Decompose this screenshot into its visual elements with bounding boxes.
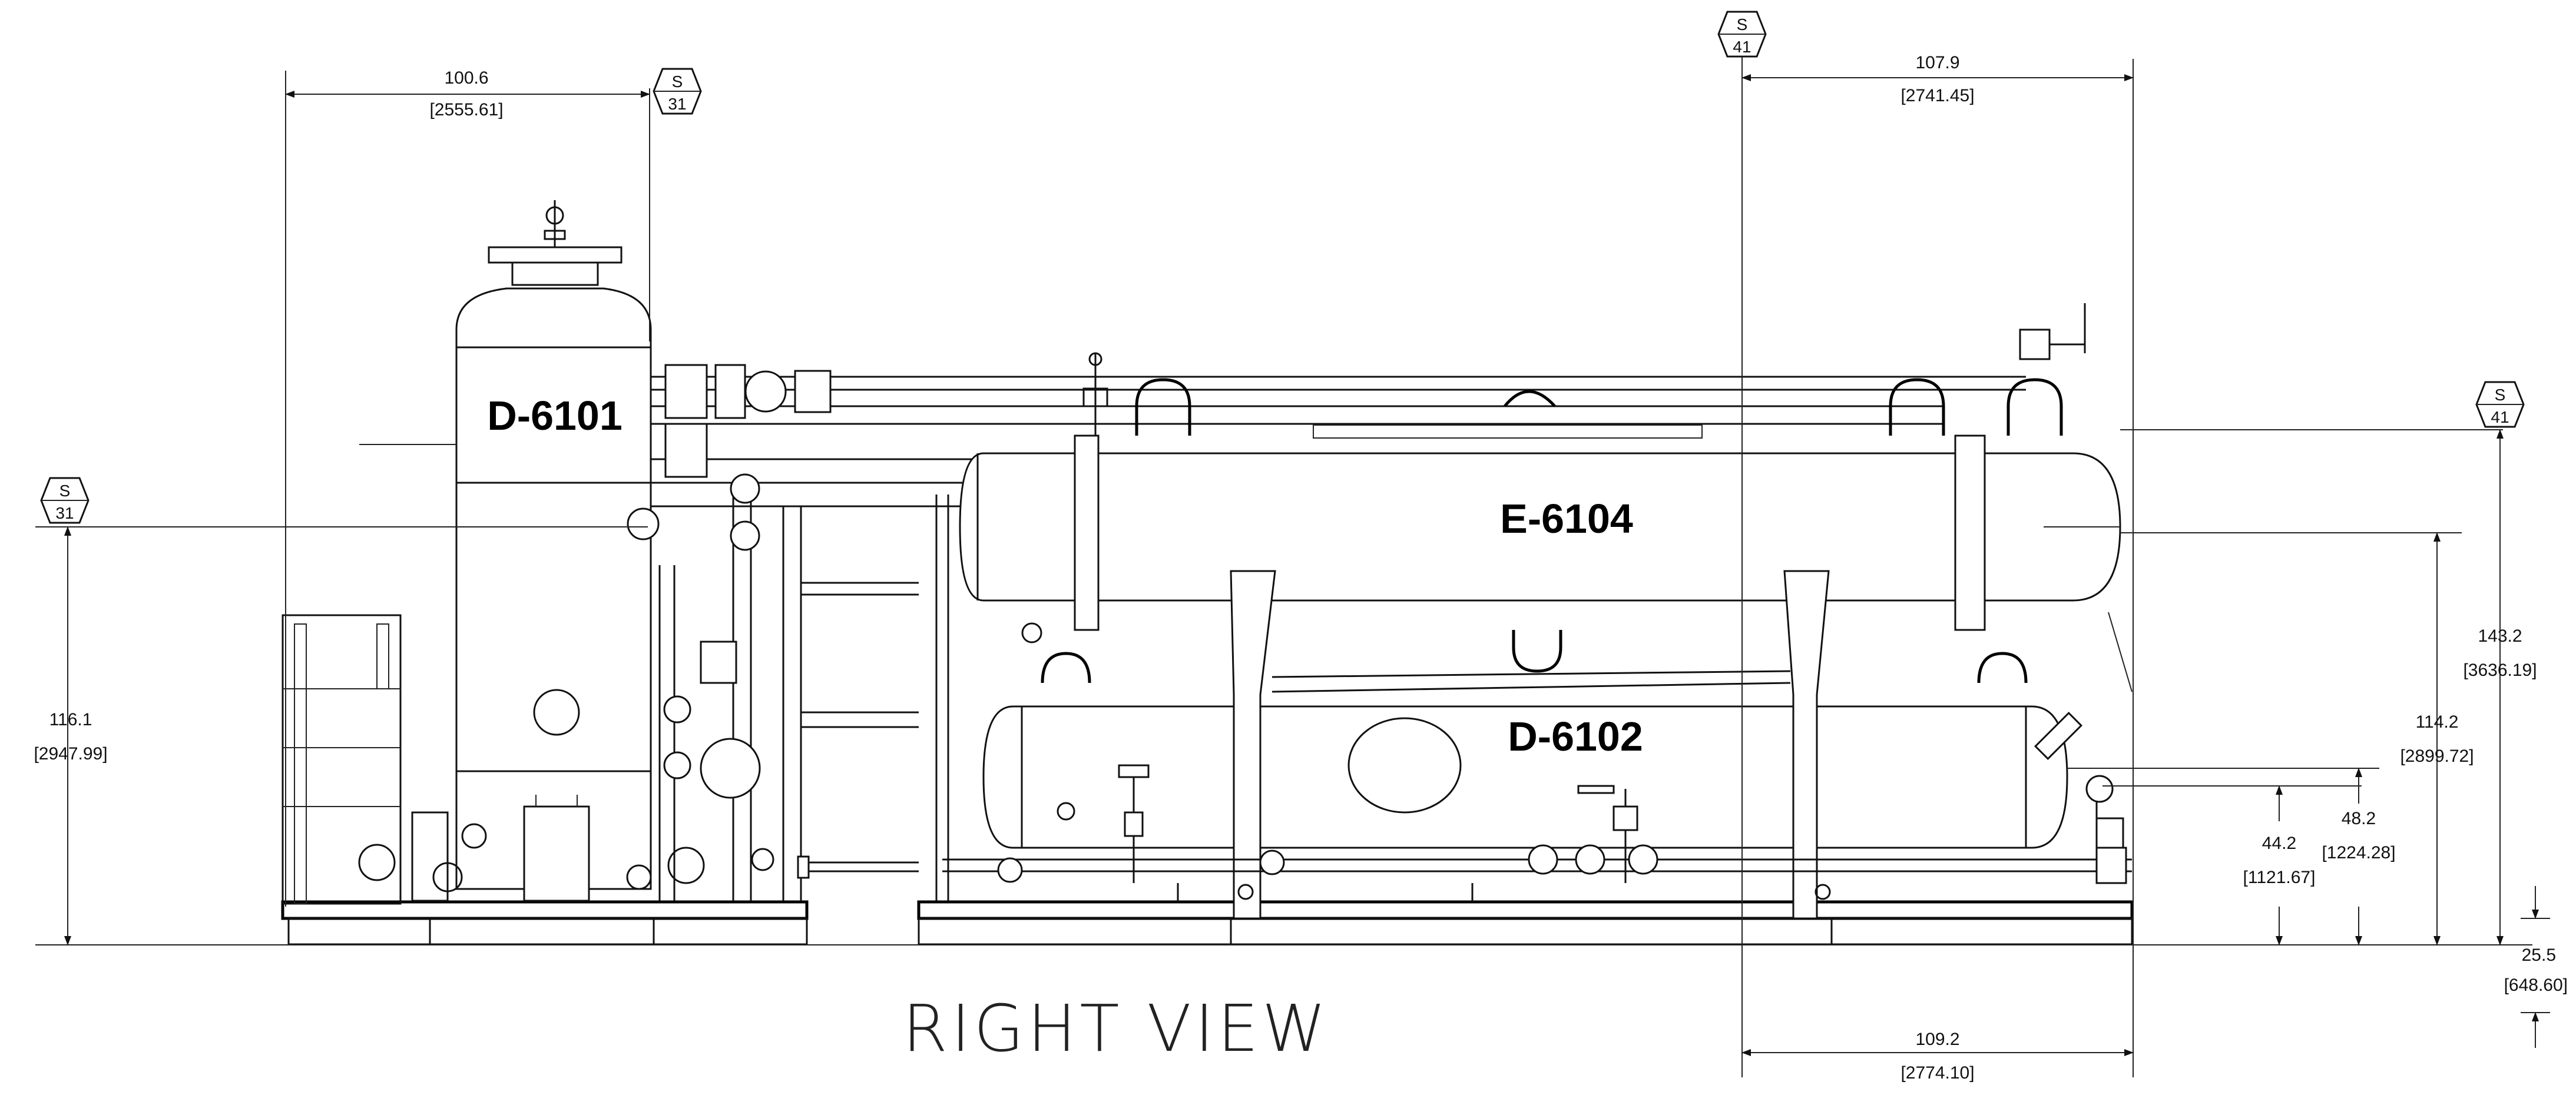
svg-text:41: 41 [1733,38,1751,56]
svg-text:S: S [2495,386,2506,404]
dim-25-5-imperial: 25.5 [2522,945,2556,965]
dimension-lines [35,47,2550,1077]
dim-143-2-imperial: 143.2 [2478,626,2522,646]
tag-e6104: E-6104 [1500,496,1633,542]
base-skid-right [917,883,2134,945]
section-marker-left-mid: S 31 [40,477,90,524]
dim-48-2-metric: [1224.28] [2322,843,2395,862]
dim-107-9-metric: [2741.45] [1900,86,1974,105]
dim-44-2-metric: [1121.67] [2243,868,2316,887]
dim-114-2-metric: [2899.72] [2400,746,2474,766]
section-marker-left-top: S 31 [653,68,702,115]
exchanger-e6104 [959,434,2462,692]
dim-100-6-imperial: 100.6 [444,68,488,88]
vessel-d6101 [358,200,660,902]
svg-text:S: S [672,72,683,91]
saddles [1230,570,1830,920]
dim-25-5-metric: [648.60] [2504,975,2568,995]
dim-109-2-imperial: 109.2 [1915,1030,1959,1049]
dim-109-2-metric: [2774.10] [1900,1063,1974,1083]
dim-116-1-metric: [2947.99] [34,744,107,764]
base-skid-left [281,900,809,945]
dim-107-9-imperial: 107.9 [1915,53,1959,72]
dim-143-2-metric: [3636.19] [2463,661,2537,680]
svg-text:S: S [59,482,71,500]
section-marker-right-mid: S 41 [2475,381,2525,428]
pipe-rack [651,303,2086,507]
dim-114-2-imperial: 114.2 [2416,712,2459,732]
piping-column [626,473,949,901]
svg-text:S: S [1737,15,1748,34]
tag-d6101: D-6101 [487,393,623,439]
lower-piping [942,844,2132,900]
tag-d6102: D-6102 [1508,714,1643,759]
dim-116-1-imperial: 116.1 [49,710,92,729]
svg-text:31: 31 [55,504,74,522]
section-marker-mid-top: S 41 [1717,11,1767,58]
ladder-frame [282,614,402,905]
dim-48-2-imperial: 48.2 [2342,809,2376,828]
dim-44-2-imperial: 44.2 [2262,834,2296,853]
svg-text:31: 31 [668,95,686,113]
view-title: RIGHT VIEW [903,991,1330,1066]
svg-text:41: 41 [2491,408,2509,426]
dim-100-6-metric: [2555.61] [429,100,503,120]
